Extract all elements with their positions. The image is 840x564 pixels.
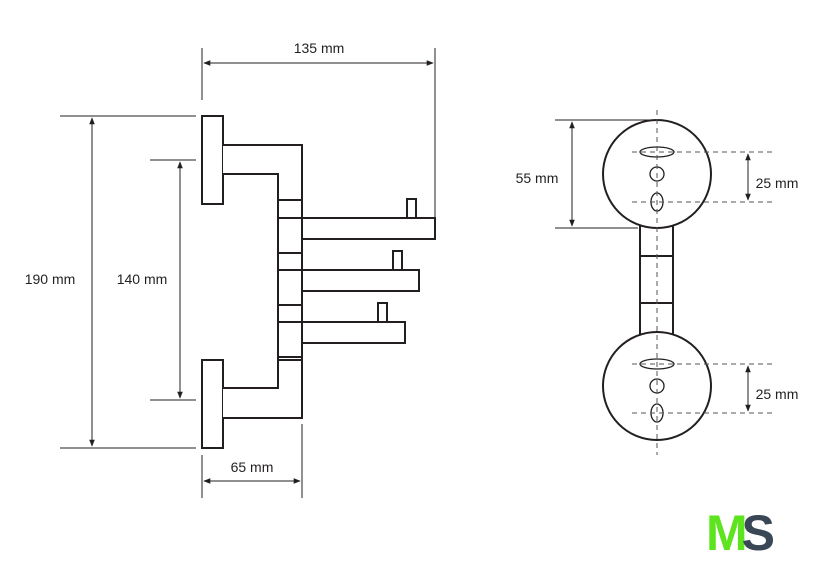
label-135mm: 135 mm: [294, 40, 345, 56]
label-190mm: 190 mm: [25, 271, 76, 287]
pivot-column: [277, 199, 303, 361]
swing-arm-top: [301, 217, 436, 240]
bottom-wall-plate: [201, 359, 224, 449]
label-25mm-bottom: 25 mm: [756, 386, 799, 402]
side-view: [201, 115, 436, 449]
center-lines: [632, 110, 772, 455]
label-25mm-top: 25 mm: [756, 175, 799, 191]
bottom-slot-hole: [639, 358, 675, 370]
peg-middle: [392, 250, 403, 271]
front-dimensions: [555, 119, 751, 412]
top-wall-plate: [201, 115, 224, 205]
label-140mm: 140 mm: [117, 271, 168, 287]
bottom-rosette: [602, 331, 712, 441]
ms-logo: MS: [706, 505, 775, 561]
swing-arm-middle: [301, 269, 420, 292]
label-55mm: 55 mm: [516, 170, 559, 186]
peg-top: [406, 198, 417, 219]
swing-arm-bottom: [301, 321, 406, 344]
label-65mm: 65 mm: [231, 459, 274, 475]
peg-bottom: [377, 302, 388, 323]
side-dimensions: [60, 48, 436, 498]
logo-mark: MS: [706, 505, 775, 561]
front-view: [602, 119, 712, 441]
